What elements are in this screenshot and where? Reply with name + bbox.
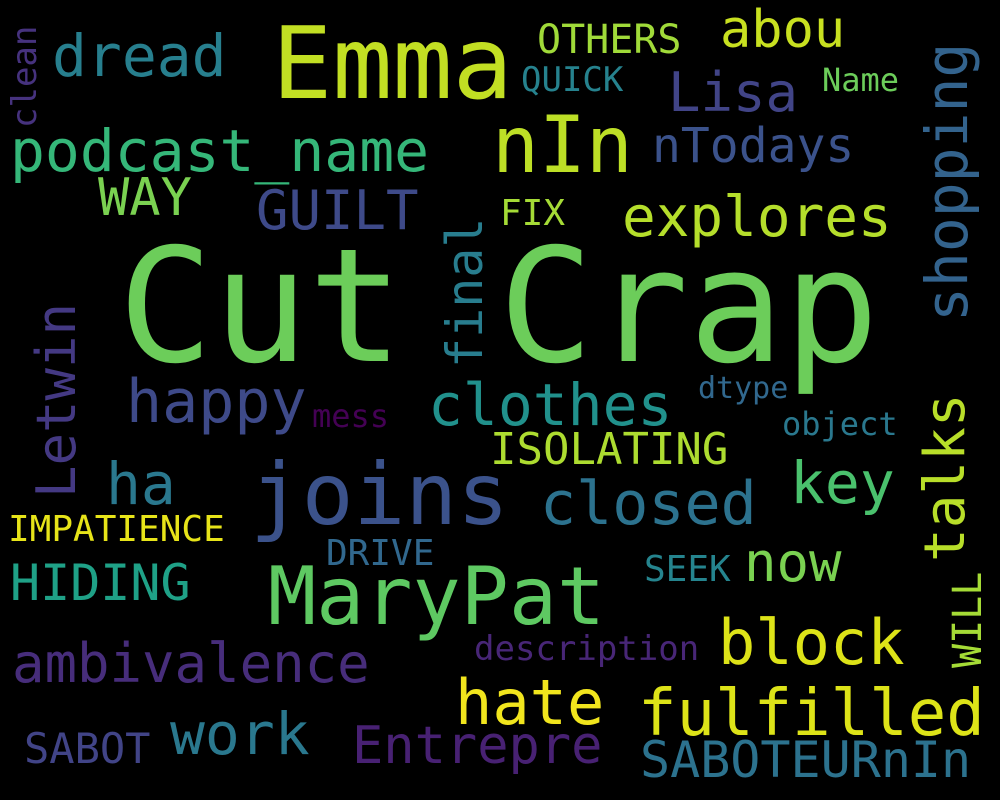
- word-ambivalence: ambivalence: [12, 632, 370, 695]
- word-joins: joins: [250, 445, 509, 545]
- word-lisa: Lisa: [668, 61, 799, 124]
- word-dtype: dtype: [698, 371, 789, 406]
- word-final: final: [436, 217, 494, 368]
- word-will: WILL: [945, 571, 991, 668]
- word-saboteurnin: SABOTEURnIn: [640, 731, 972, 789]
- word-abou: abou: [720, 0, 846, 60]
- word-cut-crap: Cut Crap: [118, 215, 879, 399]
- word-block: block: [718, 606, 905, 679]
- word-key: key: [790, 449, 895, 517]
- word-nin: nIn: [492, 101, 633, 191]
- word-entrepre: Entrepre: [352, 716, 603, 776]
- word-fix: FIX: [500, 193, 566, 234]
- word-drive: DRIVE: [326, 533, 435, 574]
- word-fulfilled: fulfilled: [638, 677, 985, 751]
- word-sabot: SABOT: [24, 724, 151, 773]
- word-work: work: [170, 700, 310, 768]
- word-closed: closed: [540, 469, 757, 539]
- word-explores: explores: [622, 185, 892, 250]
- word-guilt: GUILT: [256, 179, 419, 242]
- word-description: description: [474, 629, 700, 669]
- word-dread: dread: [52, 22, 227, 90]
- word-quick: QUICK: [521, 60, 624, 100]
- word-happy: happy: [126, 367, 307, 437]
- word-podcast-name: podcast_name: [10, 117, 430, 185]
- word-name: Name: [822, 61, 900, 99]
- word-way: WAY: [98, 168, 192, 228]
- word-hiding: HIDING: [10, 554, 191, 612]
- word-marypat: MaryPat: [268, 550, 606, 643]
- word-emma: Emma: [272, 5, 513, 122]
- word-isolating: ISOLATING: [490, 424, 729, 475]
- word-others: OTHERS: [537, 17, 682, 63]
- word-object: object: [782, 405, 898, 443]
- word-seek: SEEK: [644, 549, 731, 590]
- word-now: now: [744, 531, 842, 594]
- word-mess: mess: [312, 397, 390, 435]
- word-ha: ha: [106, 450, 176, 518]
- word-clothes: clothes: [428, 371, 673, 439]
- word-letwin: Letwin: [25, 302, 88, 498]
- word-shopping: shopping: [913, 42, 981, 322]
- word-clean: clean: [5, 25, 45, 128]
- word-talks: talks: [913, 393, 978, 562]
- word-hate: hate: [455, 666, 605, 739]
- word-impatience: IMPATIENCE: [8, 509, 225, 550]
- word-ntodays: nTodays: [652, 118, 855, 174]
